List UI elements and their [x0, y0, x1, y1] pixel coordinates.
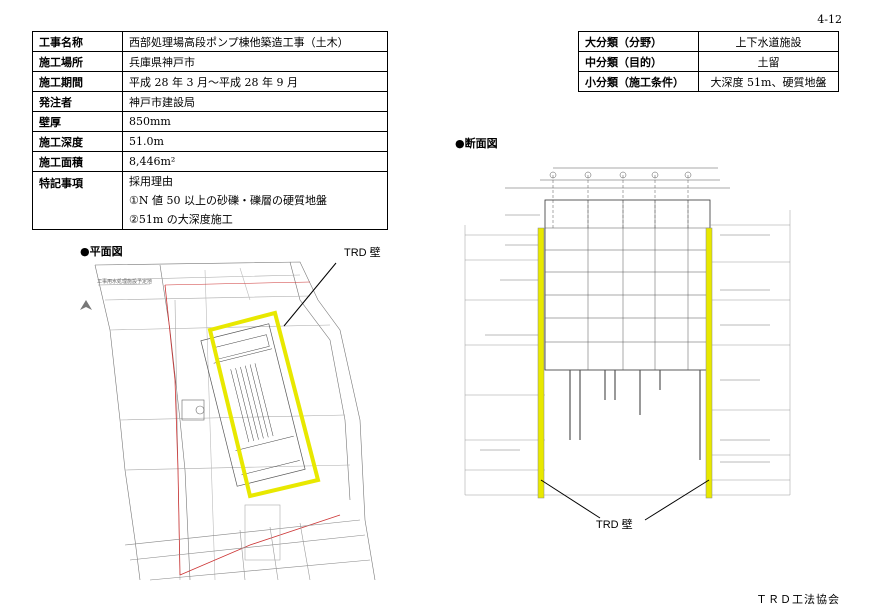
table-row: 特記事項 採用理由 ①N 値 50 以上の砂礫・礫層の硬質地盤 ②51m の大深…	[32, 171, 388, 230]
table-row: 工事名称 西部処理場高段ポンプ棟他築造工事（土木）	[32, 31, 388, 52]
notes-line: ①N 値 50 以上の砂礫・礫層の硬質地盤	[129, 194, 327, 207]
row-value: 平成 28 年 3 月～平成 28 年 9 月	[122, 71, 388, 92]
footer-org: ＴＲＤ工法協会	[756, 593, 840, 606]
table-row: 施工期間 平成 28 年 3 月～平成 28 年 9 月	[32, 71, 388, 92]
notes-line: 採用理由	[129, 175, 173, 188]
row-value: 神戸市建設局	[122, 91, 388, 112]
row-label: 中分類（目的）	[578, 51, 699, 72]
section-callout-leader-right	[644, 479, 710, 521]
table-row: 施工面積 8,446m²	[32, 151, 388, 172]
section-drawing	[464, 167, 791, 496]
section-callout-leader-left	[540, 479, 601, 519]
table-row: 中分類（目的） 土留	[578, 51, 839, 72]
notes-cell: 採用理由 ①N 値 50 以上の砂礫・礫層の硬質地盤 ②51m の大深度施工	[122, 171, 388, 230]
section-trd-wall-left	[537, 227, 545, 499]
section-trd-callout: TRD 壁	[596, 519, 633, 531]
svg-text:工事用水処理施設予定地: 工事用水処理施設予定地	[97, 278, 152, 285]
section-trd-wall-right	[705, 227, 713, 499]
plan-callout-leader	[283, 262, 337, 327]
plan-drawing: 工事用水処理施設予定地	[80, 261, 376, 581]
page-number: 4-12	[817, 13, 842, 26]
row-value: 大深度 51m、硬質地盤	[698, 71, 839, 92]
row-value: 西部処理場高段ポンプ棟他築造工事（土木）	[122, 31, 388, 52]
plan-trd-callout: TRD 壁	[344, 247, 381, 259]
plan-title: ●平面図	[80, 245, 123, 258]
row-label: 小分類（施工条件）	[578, 71, 699, 92]
table-row: 小分類（施工条件） 大深度 51m、硬質地盤	[578, 71, 839, 92]
row-value: 上下水道施設	[698, 31, 839, 52]
plan-trd-wall	[207, 310, 321, 499]
project-info-table: 工事名称 西部処理場高段ポンプ棟他築造工事（土木） 施工場所 兵庫県神戸市 施工…	[32, 31, 388, 230]
classification-table: 大分類（分野） 上下水道施設 中分類（目的） 土留 小分類（施工条件） 大深度 …	[578, 31, 839, 92]
notes-line: ②51m の大深度施工	[129, 213, 233, 226]
section-title: ●断面図	[455, 137, 498, 150]
notes-label: 特記事項	[32, 171, 123, 230]
